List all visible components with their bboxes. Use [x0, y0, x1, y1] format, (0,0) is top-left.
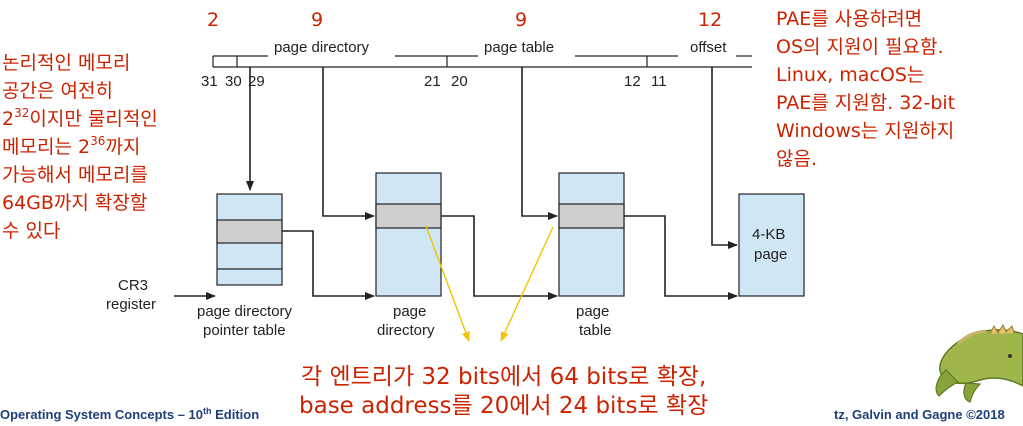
arrows [174, 67, 738, 300]
right-note-line-6: 않음. [776, 148, 817, 170]
left-note-line-1: 논리적인 메모리 [2, 52, 130, 74]
bit-29: 29 [248, 73, 265, 90]
page-label-line-2: page [754, 246, 787, 263]
dinosaur-logo-icon [935, 323, 1023, 403]
bit-31: 31 [201, 73, 218, 90]
highlight-arrows [425, 225, 554, 342]
bit-30: 30 [225, 73, 242, 90]
pt-label-line-2: table [579, 322, 612, 339]
bit-21: 21 [424, 73, 441, 90]
left-note-line-7: 수 있다 [2, 220, 60, 242]
right-note-line-5: Windows는 지원하지 [776, 120, 954, 142]
pt-label-line-1: page [576, 303, 609, 320]
bit-12: 12 [624, 73, 641, 90]
bottom-note-line-1: 각 엔트리가 32 bits에서 64 bits로 확장, [301, 364, 706, 390]
page-table [558, 172, 625, 297]
dir-pointer-table [216, 193, 283, 286]
linear-address: page directory page table offset 31 30 2… [201, 39, 752, 90]
bit-11: 11 [651, 73, 667, 90]
page-label-line-1: 4-KB [752, 226, 785, 243]
dpt-label-line-2: pointer table [203, 322, 286, 339]
cr3-label-line-1: CR3 [118, 277, 148, 294]
left-note-line-2: 공간은 여전히 [2, 80, 113, 102]
field-page-directory: page directory [274, 39, 370, 56]
cr3-label-line-2: register [106, 296, 156, 313]
bits-directory-count: 9 [311, 9, 323, 31]
right-note-line-4: PAE를 지원함. 32-bit [776, 92, 955, 114]
dpt-label-line-1: page directory [197, 303, 293, 320]
right-note-line-3: Linux, macOS는 [776, 64, 924, 86]
bottom-note-line-2: base address를 20에서 24 bits로 확장 [299, 393, 708, 419]
field-page-table: page table [484, 39, 554, 56]
right-note: PAE를 사용하려면 OS의 지원이 필요함. Linux, macOS는 PA… [776, 8, 955, 170]
left-note-line-4: 메모리는 236까지 [2, 134, 140, 158]
field-offset: offset [690, 39, 727, 56]
bits-dir-ptr-count: 2 [207, 9, 219, 31]
pd-label-line-1: page [393, 303, 426, 320]
pd-label-line-2: directory [377, 322, 435, 339]
left-note-line-6: 64GB까지 확장할 [2, 192, 147, 214]
left-note: 논리적인 메모리 공간은 여전히 232이지만 물리적인 메모리는 236까지 … [2, 52, 158, 242]
left-note-line-5: 가능해서 메모리를 [2, 164, 148, 186]
page-directory-table [375, 172, 442, 297]
bits-table-count: 9 [515, 9, 527, 31]
left-note-line-3: 232이지만 물리적인 [2, 106, 158, 130]
footer-left: Operating System Concepts – 10th Edition [0, 406, 259, 422]
footer-right: tz, Galvin and Gagne ©2018 [834, 407, 1005, 422]
right-note-line-1: PAE를 사용하려면 [776, 8, 922, 30]
bits-offset-count: 12 [698, 9, 722, 31]
right-note-line-2: OS의 지원이 필요함. [776, 36, 944, 58]
physical-page: 4-KB page [738, 193, 805, 297]
bit-20: 20 [451, 73, 468, 90]
